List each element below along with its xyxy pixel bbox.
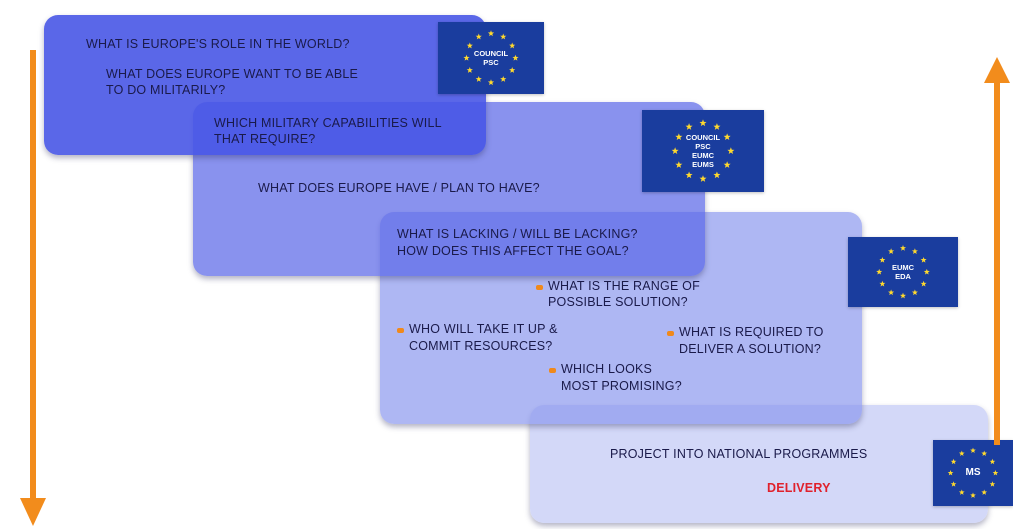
flag-star-icon <box>879 256 886 263</box>
question-required-line1: WHAT IS REQUIRED TO <box>679 325 824 339</box>
flag-star-icon <box>970 492 976 498</box>
delivery-label: DELIVERY <box>767 481 831 495</box>
question-lacking-line1: WHAT IS LACKING / WILL BE LACKING? <box>397 227 638 241</box>
flag-star-icon <box>723 161 731 168</box>
flag-star-icon <box>699 175 707 182</box>
flag-star-icon <box>466 67 473 73</box>
flag-star-icon <box>466 42 473 49</box>
flag-star-icon <box>876 268 883 275</box>
eu-flag-icon: EUMC EDA <box>848 237 958 307</box>
flag-star-icon <box>487 30 495 37</box>
bullet-range-icon <box>536 285 543 290</box>
flag-star-icon <box>723 133 731 141</box>
question-who-line2: COMMIT RESOURCES? <box>409 339 553 353</box>
flag-star-icon <box>920 256 927 263</box>
question-military-line1: WHAT DOES EUROPE WANT TO BE ABLE <box>106 67 359 81</box>
eu-flag-icon: MS <box>933 440 1013 506</box>
flag-star-icon <box>923 268 930 275</box>
flag-star-icon <box>911 248 918 254</box>
flag-star-icon <box>463 54 470 61</box>
flag-star-icon <box>509 42 516 49</box>
flag-star-icon <box>685 123 693 130</box>
flag-star-icon <box>992 470 999 476</box>
bullet-required-icon <box>667 331 674 336</box>
flag-star-icon <box>487 79 495 86</box>
flag-star-icon <box>981 489 988 495</box>
question-capabilities-line1: WHICH MILITARY CAPABILITIES WILL <box>214 116 442 130</box>
flag-star-icon <box>727 147 735 154</box>
panel-delivery <box>530 405 988 523</box>
flag-star-icon <box>500 75 507 82</box>
flag-star-icon <box>888 289 895 296</box>
flag-star-icon <box>509 67 516 73</box>
flag-star-icon <box>958 489 965 495</box>
up-arrow-icon <box>982 55 1012 445</box>
project-national-programmes: PROJECT INTO NATIONAL PROGRAMMES <box>610 447 868 461</box>
panel-europe-role <box>44 15 486 155</box>
flag-star-icon <box>950 458 957 465</box>
flag-label-council-psc-eumc-eums: COUNCIL PSC EUMC EUMS <box>685 133 721 169</box>
flag-star-icon <box>879 280 886 287</box>
flag-star-icon <box>950 481 957 487</box>
flag-star-icon <box>989 458 996 465</box>
flag-label-eumc-eda: EUMC EDA <box>891 263 915 281</box>
flag-star-icon <box>512 54 519 61</box>
eu-flag-icon: COUNCIL PSC <box>438 22 544 94</box>
flag-star-icon <box>958 450 965 456</box>
question-range-line1: WHAT IS THE RANGE OF <box>548 279 700 293</box>
question-europe-role: WHAT IS EUROPE'S ROLE IN THE WORLD? <box>86 37 350 51</box>
bullet-who-icon <box>397 328 404 333</box>
flag-star-icon <box>713 171 721 179</box>
flag-star-icon <box>475 33 482 40</box>
flag-label-ms: MS <box>965 467 981 478</box>
question-military-line2: TO DO MILITARILY? <box>106 83 226 97</box>
question-promising-line2: MOST PROMISING? <box>561 379 682 393</box>
flag-star-icon <box>475 75 482 82</box>
flag-star-icon <box>970 447 976 453</box>
flag-star-icon <box>671 147 679 154</box>
flag-star-icon <box>675 161 683 168</box>
flag-label-council-psc: COUNCIL PSC <box>473 49 509 67</box>
question-required-line2: DELIVER A SOLUTION? <box>679 342 822 356</box>
question-who-line1: WHO WILL TAKE IT UP & <box>409 322 558 336</box>
flag-star-icon <box>900 292 906 299</box>
question-capabilities-line2: THAT REQUIRE? <box>214 132 316 146</box>
question-lacking-line2: HOW DOES THIS AFFECT THE GOAL? <box>397 244 629 258</box>
flag-star-icon <box>500 33 507 40</box>
flag-star-icon <box>981 450 988 456</box>
flag-star-icon <box>685 171 693 179</box>
flag-star-icon <box>900 245 906 251</box>
flag-star-icon <box>920 280 927 287</box>
eu-flag-icon: COUNCIL PSC EUMC EUMS <box>642 110 764 192</box>
flag-star-icon <box>713 123 721 130</box>
question-europe-have: WHAT DOES EUROPE HAVE / PLAN TO HAVE? <box>258 181 540 195</box>
flag-star-icon <box>947 470 954 476</box>
flag-star-icon <box>989 481 996 487</box>
flag-star-icon <box>888 248 895 254</box>
bullet-promising-icon <box>549 368 556 373</box>
question-promising-line1: WHICH LOOKS <box>561 362 653 376</box>
question-range-line2: POSSIBLE SOLUTION? <box>548 295 688 309</box>
down-arrow-icon <box>18 50 48 528</box>
flag-star-icon <box>699 119 707 127</box>
flag-star-icon <box>675 133 683 141</box>
flag-star-icon <box>911 289 918 296</box>
